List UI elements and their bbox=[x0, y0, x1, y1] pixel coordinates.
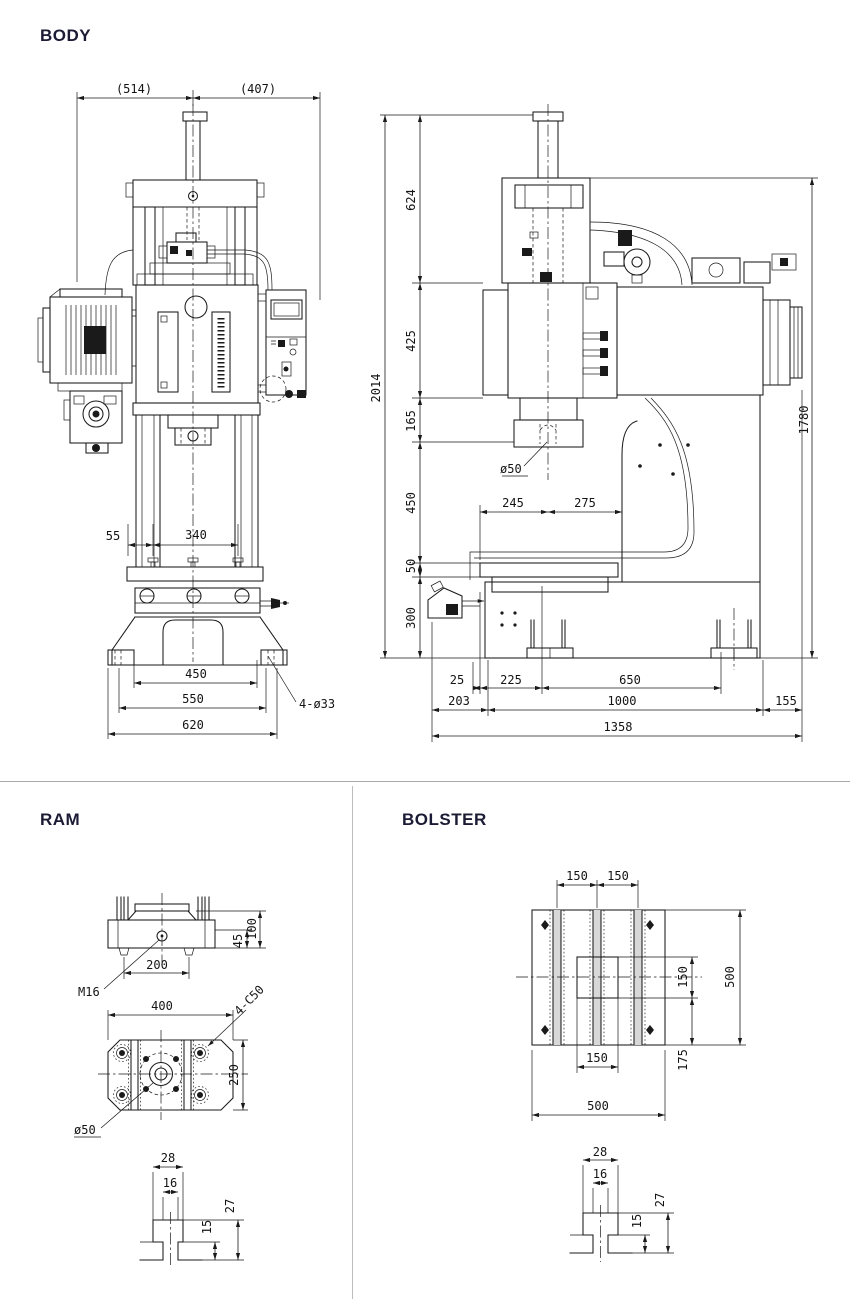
leader-4xd33: 4-ø33 bbox=[299, 697, 335, 711]
dim-25: 25 bbox=[450, 673, 464, 687]
ram-tslot-detail: 28 16 15 27 bbox=[139, 1151, 244, 1268]
bolster-dim-150a: 150 bbox=[566, 869, 588, 883]
bolster-dim-150c: 150 bbox=[676, 966, 690, 988]
ram-plan-view: 400 4-C50 250 ø50 bbox=[74, 982, 267, 1138]
dim-450: 450 bbox=[185, 667, 207, 681]
ram-front-view: M16 200 45 100 bbox=[78, 893, 266, 999]
bolster-dim-500v: 500 bbox=[723, 966, 737, 988]
dim-450-side: 450 bbox=[404, 492, 418, 514]
ram-slot-dim-27: 27 bbox=[223, 1199, 237, 1213]
body-front-view bbox=[37, 104, 307, 666]
leader-m16: M16 bbox=[78, 985, 100, 999]
vertical-divider bbox=[352, 786, 353, 1299]
dim-200: 200 bbox=[146, 958, 168, 972]
dim-300: 300 bbox=[404, 607, 418, 629]
dim-624: 624 bbox=[404, 189, 418, 211]
ram-corner-bolts bbox=[113, 1044, 209, 1104]
dim-340: 340 bbox=[185, 528, 207, 542]
dim-203: 203 bbox=[448, 694, 470, 708]
bolster-slot-dim-16: 16 bbox=[593, 1167, 607, 1181]
leader-4c50: 4-C50 bbox=[231, 982, 266, 1017]
dim-514: (514) bbox=[116, 82, 152, 96]
bolster-tslot-detail: 28 16 15 27 bbox=[569, 1145, 674, 1262]
dim-1000: 1000 bbox=[608, 694, 637, 708]
ram-slot-dim-15: 15 bbox=[200, 1220, 214, 1234]
body-side-view bbox=[427, 104, 803, 670]
dim-1358: 1358 bbox=[604, 720, 633, 734]
dim-650: 650 bbox=[619, 673, 641, 687]
bolster-plan-view: 150 150 150 175 500 150 500 bbox=[516, 869, 746, 1121]
dim-550: 550 bbox=[182, 692, 204, 706]
bolster-slot-dim-27: 27 bbox=[653, 1193, 667, 1207]
dim-155: 155 bbox=[775, 694, 797, 708]
dim-400: 400 bbox=[151, 999, 173, 1013]
body-section-title: BODY bbox=[40, 26, 92, 45]
dim-55: 55 bbox=[106, 529, 120, 543]
leader-d50-ram: ø50 bbox=[74, 1123, 96, 1137]
bolster-dim-175: 175 bbox=[676, 1049, 690, 1071]
bolster-mount-holes bbox=[541, 920, 654, 1035]
dim-165: 165 bbox=[404, 410, 418, 432]
bolster-dim-150b: 150 bbox=[607, 869, 629, 883]
ram-slot-dim-28: 28 bbox=[161, 1151, 175, 1165]
dim-2014: 2014 bbox=[369, 374, 383, 403]
dim-245: 245 bbox=[502, 496, 524, 510]
ram-slot-dim-16: 16 bbox=[163, 1176, 177, 1190]
body-side-dimensions: 2014 624 425 165 450 50 300 1780 245 275… bbox=[369, 114, 818, 742]
ram-section-title: RAM bbox=[40, 810, 81, 829]
bolster-section-title: BOLSTER bbox=[402, 810, 487, 829]
bolster-slot-dim-28: 28 bbox=[593, 1145, 607, 1159]
bolster-tslot-rails bbox=[549, 909, 646, 1046]
dim-50: 50 bbox=[404, 559, 418, 573]
horizontal-divider bbox=[0, 781, 850, 782]
dim-45: 45 bbox=[231, 934, 245, 948]
bolster-dim-150d: 150 bbox=[586, 1051, 608, 1065]
dim-225: 225 bbox=[500, 673, 522, 687]
dim-425: 425 bbox=[404, 330, 418, 352]
leader-d50-side: ø50 bbox=[500, 462, 522, 476]
dim-407: (407) bbox=[240, 82, 276, 96]
body-front-dimensions: (514) (407) 55 340 450 550 620 4-ø33 bbox=[76, 82, 335, 739]
dim-250: 250 bbox=[227, 1064, 241, 1086]
bolster-dim-500h: 500 bbox=[587, 1099, 609, 1113]
dim-620: 620 bbox=[182, 718, 204, 732]
dim-275: 275 bbox=[574, 496, 596, 510]
dim-1780: 1780 bbox=[797, 406, 811, 435]
bolster-slot-dim-15: 15 bbox=[630, 1214, 644, 1228]
dim-100: 100 bbox=[245, 918, 259, 940]
